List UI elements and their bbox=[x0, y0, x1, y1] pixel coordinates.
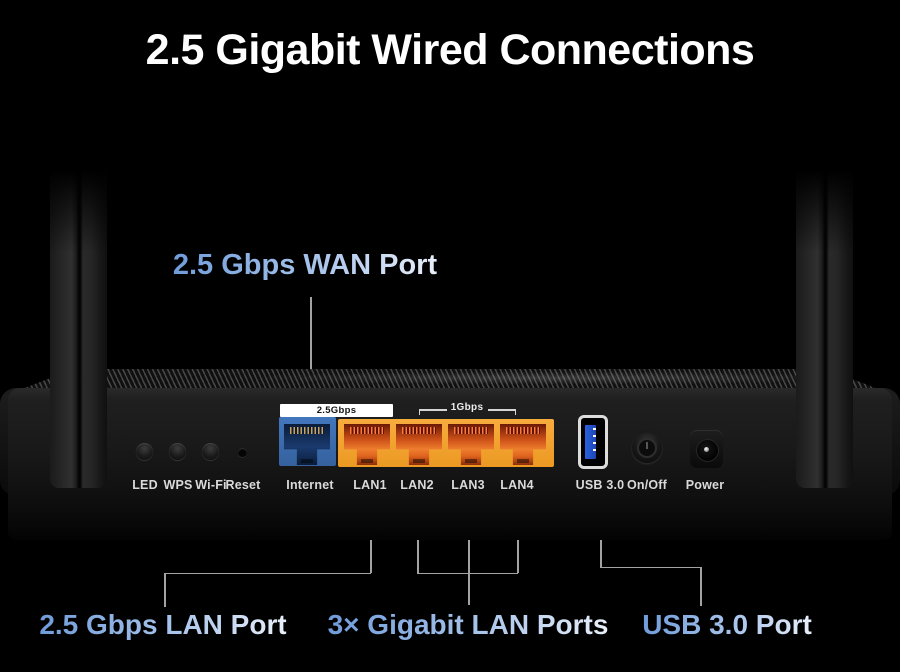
lan-speed-bracket bbox=[418, 409, 420, 415]
port-slot bbox=[300, 459, 314, 463]
callout-line-lan1 bbox=[164, 572, 371, 574]
callout-line-usb bbox=[700, 566, 702, 606]
callout-line-wan bbox=[310, 297, 312, 406]
label-wps: WPS bbox=[163, 478, 193, 492]
reset-button bbox=[238, 448, 247, 457]
port-pins bbox=[349, 427, 385, 434]
label-lan1: LAN1 bbox=[353, 478, 387, 492]
lan-speed-bracket bbox=[488, 409, 516, 411]
power-jack bbox=[690, 430, 723, 468]
port-pins bbox=[401, 427, 437, 434]
label-power: Power bbox=[685, 478, 725, 492]
power-jack-pin bbox=[704, 447, 709, 452]
label-lan2: LAN2 bbox=[400, 478, 434, 492]
callout-gigabit-lan: 3× Gigabit LAN Ports bbox=[327, 609, 609, 640]
label-usb: USB 3.0 bbox=[575, 478, 625, 492]
label-led: LED bbox=[132, 478, 158, 492]
lan-speed-bracket bbox=[419, 409, 447, 411]
usb3-port bbox=[578, 415, 608, 469]
port-slot bbox=[360, 459, 374, 463]
port-slot bbox=[412, 459, 426, 463]
callout-line-gigabit bbox=[417, 572, 518, 574]
power-button bbox=[632, 433, 662, 463]
label-reset: Reset bbox=[225, 478, 261, 492]
label-lan3: LAN3 bbox=[451, 478, 485, 492]
usb-contacts bbox=[593, 428, 596, 456]
vent-grille bbox=[22, 369, 878, 389]
label-wifi: Wi-Fi bbox=[195, 478, 227, 492]
wps-button bbox=[169, 443, 186, 460]
callout-usb-port: USB 3.0 Port bbox=[642, 609, 812, 640]
lan-speed-tag: 1Gbps bbox=[450, 402, 484, 413]
wifi-button bbox=[202, 443, 219, 460]
port-slot bbox=[464, 459, 478, 463]
label-internet: Internet bbox=[286, 478, 334, 492]
antenna-left bbox=[50, 170, 107, 488]
usb-tongue bbox=[585, 425, 596, 459]
power-icon bbox=[646, 442, 648, 449]
port-slot bbox=[516, 459, 530, 463]
antenna-right bbox=[796, 170, 853, 488]
callout-wan-port: 2.5 Gbps WAN Port bbox=[172, 249, 438, 281]
label-lan4: LAN4 bbox=[500, 478, 534, 492]
wan-speed-tag: 2.5Gbps bbox=[280, 404, 393, 417]
callout-line-lan3 bbox=[468, 497, 470, 605]
callout-line-lan1 bbox=[164, 572, 166, 607]
callout-line-usb bbox=[600, 566, 701, 568]
port-pins bbox=[289, 427, 325, 434]
callout-lan-25g: 2.5 Gbps LAN Port bbox=[39, 609, 287, 640]
page-title: 2.5 Gigabit Wired Connections bbox=[145, 26, 755, 74]
lan-speed-bracket bbox=[514, 409, 516, 415]
port-pins bbox=[505, 427, 541, 434]
label-onoff: On/Off bbox=[626, 478, 668, 492]
port-pins bbox=[453, 427, 489, 434]
led-button bbox=[136, 443, 153, 460]
